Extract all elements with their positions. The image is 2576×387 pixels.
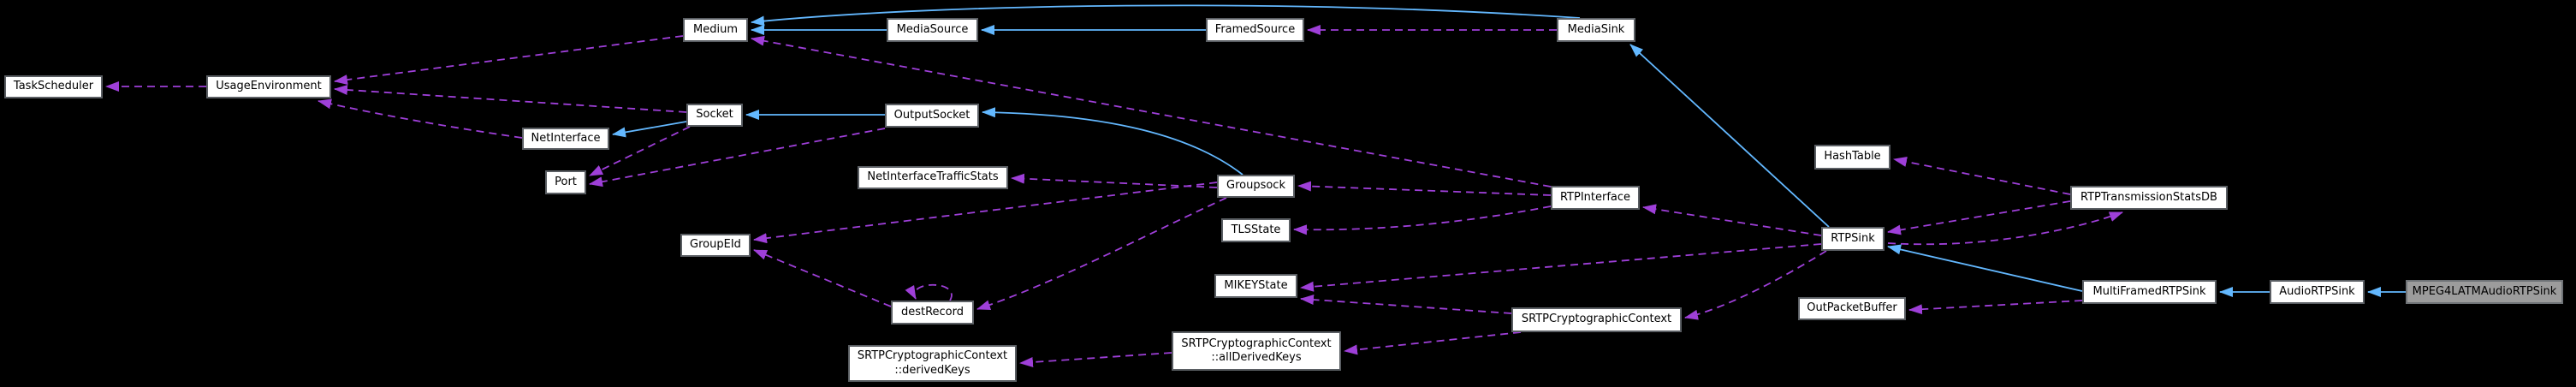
node-rtp-sink[interactable]: RTPSink	[1821, 227, 1885, 251]
edge-output-socket-port	[589, 128, 886, 188]
edge-rtp-sink-rtp-transmission-stats-db	[1887, 211, 2123, 246]
edge-dest-record-group-eid	[753, 249, 892, 307]
edge-srtp-all-derived-keys-srtp-derived-keys	[1019, 352, 1172, 367]
edge-groupsock-net-interface-traffic-stats	[1011, 173, 1218, 188]
node-srtp-all-derived-keys[interactable]: SRTPCryptographicContext ::allDerivedKey…	[1172, 331, 1341, 371]
node-socket[interactable]: Socket	[686, 104, 743, 127]
edge-rtp-sink-srtp-cryptographic-context	[1684, 250, 1827, 320]
edge-srtp-cryptographic-context-mikey-state	[1300, 295, 1512, 314]
node-group-eid[interactable]: GroupEId	[680, 234, 751, 257]
node-rtp-interface[interactable]: RTPInterface	[1551, 186, 1640, 210]
node-task-scheduler[interactable]: TaskScheduler	[4, 75, 103, 98]
node-dest-record[interactable]: destRecord	[891, 301, 974, 324]
node-medium[interactable]: Medium	[683, 18, 748, 42]
node-srtp-derived-keys[interactable]: SRTPCryptographicContext ::derivedKeys	[848, 345, 1017, 382]
edge-medium-usage-environment	[334, 35, 684, 86]
edge-srtp-cryptographic-context-srtp-all-derived-keys	[1344, 331, 1522, 355]
edge-rtp-sink-rtp-interface	[1642, 204, 1822, 236]
edge-rtp-interface-medium	[751, 35, 1552, 188]
edge-socket-net-interface	[612, 121, 687, 138]
node-audio-rtp-sink[interactable]: AudioRTPSink	[2270, 280, 2365, 304]
edge-rtp-interface-groupsock	[1297, 181, 1552, 196]
edge-groupsock-dest-record	[976, 197, 1227, 311]
node-media-sink[interactable]: MediaSink	[1557, 18, 1635, 42]
edge-multi-framed-rtp-sink-out-packet-buffer	[1908, 300, 2083, 315]
node-mikey-state[interactable]: MIKEYState	[1214, 274, 1297, 298]
edge-media-sink-medium	[751, 4, 1581, 27]
edge-rtp-sink-mikey-state	[1300, 243, 1822, 292]
node-out-packet-buffer[interactable]: OutPacketBuffer	[1798, 297, 1906, 320]
node-net-interface[interactable]: NetInterface	[522, 128, 609, 150]
node-net-interface-traffic-stats[interactable]: NetInterfaceTrafficStats	[858, 166, 1008, 189]
edge-groupsock-output-socket	[982, 107, 1243, 176]
node-rtp-transmission-stats-db[interactable]: RTPTransmissionStatsDB	[2070, 186, 2228, 210]
node-hash-table[interactable]: HashTable	[1814, 145, 1890, 170]
edge-dest-record-dest-record	[905, 283, 953, 301]
node-srtp-cryptographic-context[interactable]: SRTPCryptographicContext	[1511, 307, 1682, 332]
node-output-socket[interactable]: OutputSocket	[885, 104, 979, 128]
edge-rtp-transmission-stats-db-rtp-sink	[1887, 200, 2071, 235]
edge-rtp-transmission-stats-db-hash-table	[1893, 157, 2071, 195]
edge-rtp-interface-tls-state	[1293, 205, 1552, 235]
node-framed-source[interactable]: FramedSource	[1206, 18, 1304, 42]
edge-groupsock-group-eid	[753, 182, 1218, 244]
edge-socket-port	[589, 126, 691, 176]
edge-net-interface-usage-environment	[318, 98, 523, 139]
node-media-source[interactable]: MediaSource	[887, 18, 978, 42]
node-usage-environment[interactable]: UsageEnvironment	[206, 75, 331, 98]
node-multi-framed-rtp-sink[interactable]: MultiFramedRTPSink	[2082, 280, 2217, 304]
node-mpeg4-latm-audio-rtp-sink: MPEG4LATMAudioRTPSink	[2406, 280, 2563, 304]
node-port[interactable]: Port	[545, 170, 586, 194]
node-tls-state[interactable]: TLSState	[1221, 218, 1291, 242]
edge-rtp-sink-media-sink	[1629, 44, 1830, 228]
edge-socket-usage-environment	[334, 84, 687, 113]
edge-multi-framed-rtp-sink-rtp-sink	[1887, 244, 2083, 292]
node-groupsock[interactable]: Groupsock	[1217, 175, 1295, 198]
